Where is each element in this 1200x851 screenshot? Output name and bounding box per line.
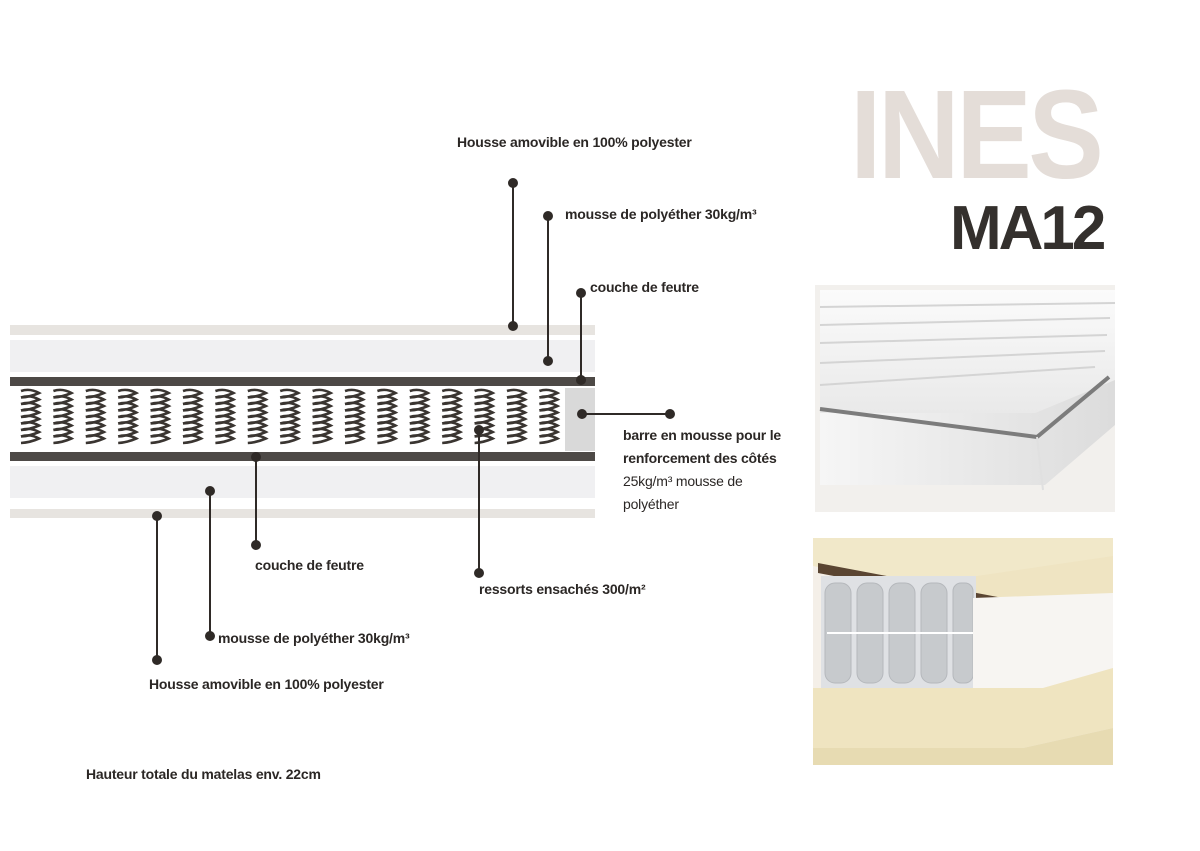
bottom-cover-layer xyxy=(10,509,595,518)
leader-dot xyxy=(576,375,586,385)
spring-row xyxy=(20,388,561,445)
leader-dot xyxy=(543,356,553,366)
leader-dot xyxy=(152,511,162,521)
coil-spring-icon xyxy=(52,388,75,445)
coil-spring-icon xyxy=(409,388,431,445)
coil-spring-icon xyxy=(376,388,399,445)
leader-dot xyxy=(665,409,675,419)
leader-dot xyxy=(474,425,484,435)
label-bottom-foam: mousse de polyéther 30kg/m³ xyxy=(218,630,410,646)
coil-spring-icon xyxy=(441,388,464,445)
label-springs: ressorts ensachés 300/m² xyxy=(479,581,646,597)
label-bottom-felt: couche de feutre xyxy=(255,557,364,573)
leader-dot xyxy=(251,540,261,550)
coil-spring-icon xyxy=(538,388,561,445)
label-total-height: Hauteur totale du matelas env. 22cm xyxy=(86,766,321,782)
bottom-foam-layer xyxy=(10,466,595,498)
coil-spring-icon xyxy=(312,388,334,445)
coil-spring-icon xyxy=(279,388,302,445)
product-model: MA12 xyxy=(950,194,1106,263)
coil-spring-icon xyxy=(214,388,237,445)
coil-spring-icon xyxy=(117,388,140,445)
coil-spring-icon xyxy=(344,388,366,445)
label-side-bar-line1: barre en mousse pour le xyxy=(623,427,782,443)
leader-dot xyxy=(474,568,484,578)
top-cover-layer xyxy=(10,325,595,335)
leader-dot xyxy=(543,211,553,221)
side-foam-bar xyxy=(565,388,595,451)
leader-dot xyxy=(576,288,586,298)
label-top-felt: couche de feutre xyxy=(590,279,699,295)
coil-spring-icon xyxy=(506,388,528,445)
leader-dot xyxy=(508,178,518,188)
leader-dot xyxy=(508,321,518,331)
mattress-cutaway-photo xyxy=(813,538,1113,765)
top-felt-layer xyxy=(10,377,595,386)
label-top-cover: Housse amovible en 100% polyester xyxy=(457,134,692,150)
product-title: INES xyxy=(850,64,1104,205)
mattress-photo xyxy=(815,285,1115,512)
leader-dot xyxy=(152,655,162,665)
leader-dot xyxy=(205,631,215,641)
leader-dot xyxy=(577,409,587,419)
coil-spring-icon xyxy=(247,388,269,445)
leader-dot xyxy=(205,486,215,496)
label-side-bar-line2: renforcement des côtés xyxy=(623,450,777,466)
label-top-foam: mousse de polyéther 30kg/m³ xyxy=(565,206,757,222)
label-bottom-cover: Housse amovible en 100% polyester xyxy=(149,676,384,692)
coil-spring-icon xyxy=(20,388,42,445)
label-side-bar-line3: 25kg/m³ mousse de xyxy=(623,473,743,489)
coil-spring-icon xyxy=(474,388,496,445)
coil-spring-icon xyxy=(182,388,204,445)
leader-dot xyxy=(251,452,261,462)
bottom-felt-layer xyxy=(10,452,595,461)
coil-spring-icon xyxy=(85,388,107,445)
label-side-bar-line4: polyéther xyxy=(623,496,679,512)
coil-spring-icon xyxy=(150,388,172,445)
top-foam-layer xyxy=(10,340,595,372)
mattress-cross-section xyxy=(10,178,675,665)
